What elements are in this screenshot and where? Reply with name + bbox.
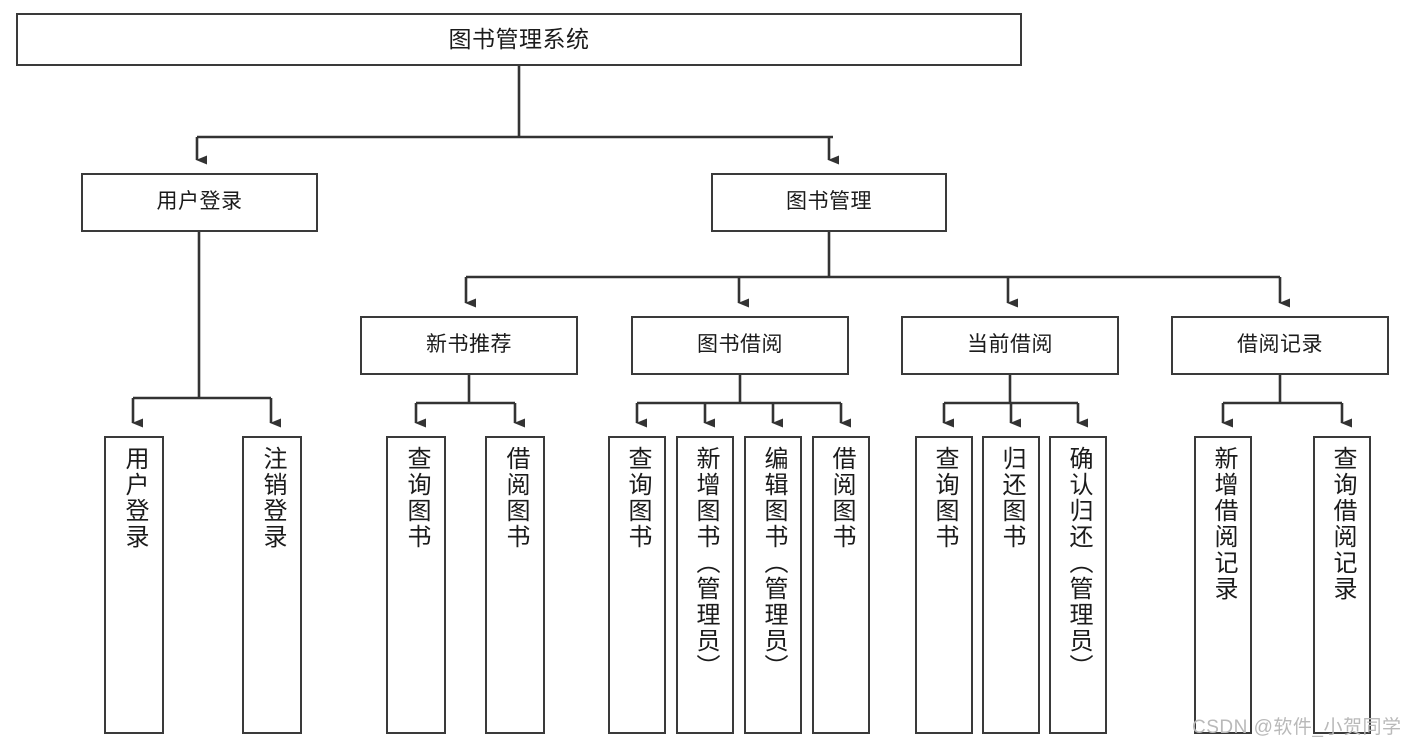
node-new-book-recommend-label: 新书推荐 xyxy=(426,333,512,357)
node-leaf-add-book-admin-label: 新增图书（管理员） xyxy=(692,446,719,680)
node-current-borrow-label: 当前借阅 xyxy=(967,333,1053,357)
node-leaf-query-book-borrow[interactable]: 查询图书 xyxy=(608,436,666,734)
node-user-login[interactable]: 用户登录 xyxy=(81,173,318,232)
node-leaf-query-book-borrow-label: 查询图书 xyxy=(624,446,651,550)
node-book-borrow-label: 图书借阅 xyxy=(697,333,783,357)
node-leaf-logout-login-label: 注销登录 xyxy=(259,446,286,550)
node-leaf-query-borrow-record[interactable]: 查询借阅记录 xyxy=(1313,436,1371,734)
watermark-text: CSDN @软件_小贺同学 xyxy=(1192,717,1402,738)
node-leaf-query-borrow-record-label: 查询借阅记录 xyxy=(1329,446,1356,602)
node-book-management-label: 图书管理 xyxy=(786,190,872,214)
node-leaf-borrow-book-label: 借阅图书 xyxy=(828,446,855,550)
node-leaf-add-borrow-record-label: 新增借阅记录 xyxy=(1210,446,1237,602)
node-book-management[interactable]: 图书管理 xyxy=(711,173,947,232)
node-leaf-edit-book-admin-label: 编辑图书（管理员） xyxy=(760,446,787,680)
node-leaf-edit-book-admin[interactable]: 编辑图书（管理员） xyxy=(744,436,802,734)
node-root-label: 图书管理系统 xyxy=(448,25,590,52)
node-leaf-query-book-recommend[interactable]: 查询图书 xyxy=(386,436,446,734)
node-leaf-user-login-label: 用户登录 xyxy=(121,446,148,550)
node-leaf-return-book-label: 归还图书 xyxy=(998,446,1025,550)
node-leaf-borrow-book-recommend[interactable]: 借阅图书 xyxy=(485,436,545,734)
node-leaf-borrow-book-recommend-label: 借阅图书 xyxy=(502,446,529,550)
node-book-borrow[interactable]: 图书借阅 xyxy=(631,316,849,375)
node-leaf-query-book-current[interactable]: 查询图书 xyxy=(915,436,973,734)
node-user-login-label: 用户登录 xyxy=(156,190,243,214)
node-leaf-add-book-admin[interactable]: 新增图书（管理员） xyxy=(676,436,734,734)
node-leaf-query-book-recommend-label: 查询图书 xyxy=(403,446,430,550)
node-leaf-add-borrow-record[interactable]: 新增借阅记录 xyxy=(1194,436,1252,734)
node-leaf-return-book[interactable]: 归还图书 xyxy=(982,436,1040,734)
node-new-book-recommend[interactable]: 新书推荐 xyxy=(360,316,578,375)
node-borrow-records-label: 借阅记录 xyxy=(1237,333,1323,357)
node-leaf-query-book-current-label: 查询图书 xyxy=(931,446,958,550)
node-borrow-records[interactable]: 借阅记录 xyxy=(1171,316,1389,375)
node-leaf-user-login[interactable]: 用户登录 xyxy=(104,436,164,734)
node-leaf-confirm-return-admin-label: 确认归还（管理员） xyxy=(1065,446,1092,680)
node-current-borrow[interactable]: 当前借阅 xyxy=(901,316,1119,375)
node-leaf-logout-login[interactable]: 注销登录 xyxy=(242,436,302,734)
node-leaf-confirm-return-admin[interactable]: 确认归还（管理员） xyxy=(1049,436,1107,734)
node-root[interactable]: 图书管理系统 xyxy=(16,13,1022,66)
node-leaf-borrow-book[interactable]: 借阅图书 xyxy=(812,436,870,734)
